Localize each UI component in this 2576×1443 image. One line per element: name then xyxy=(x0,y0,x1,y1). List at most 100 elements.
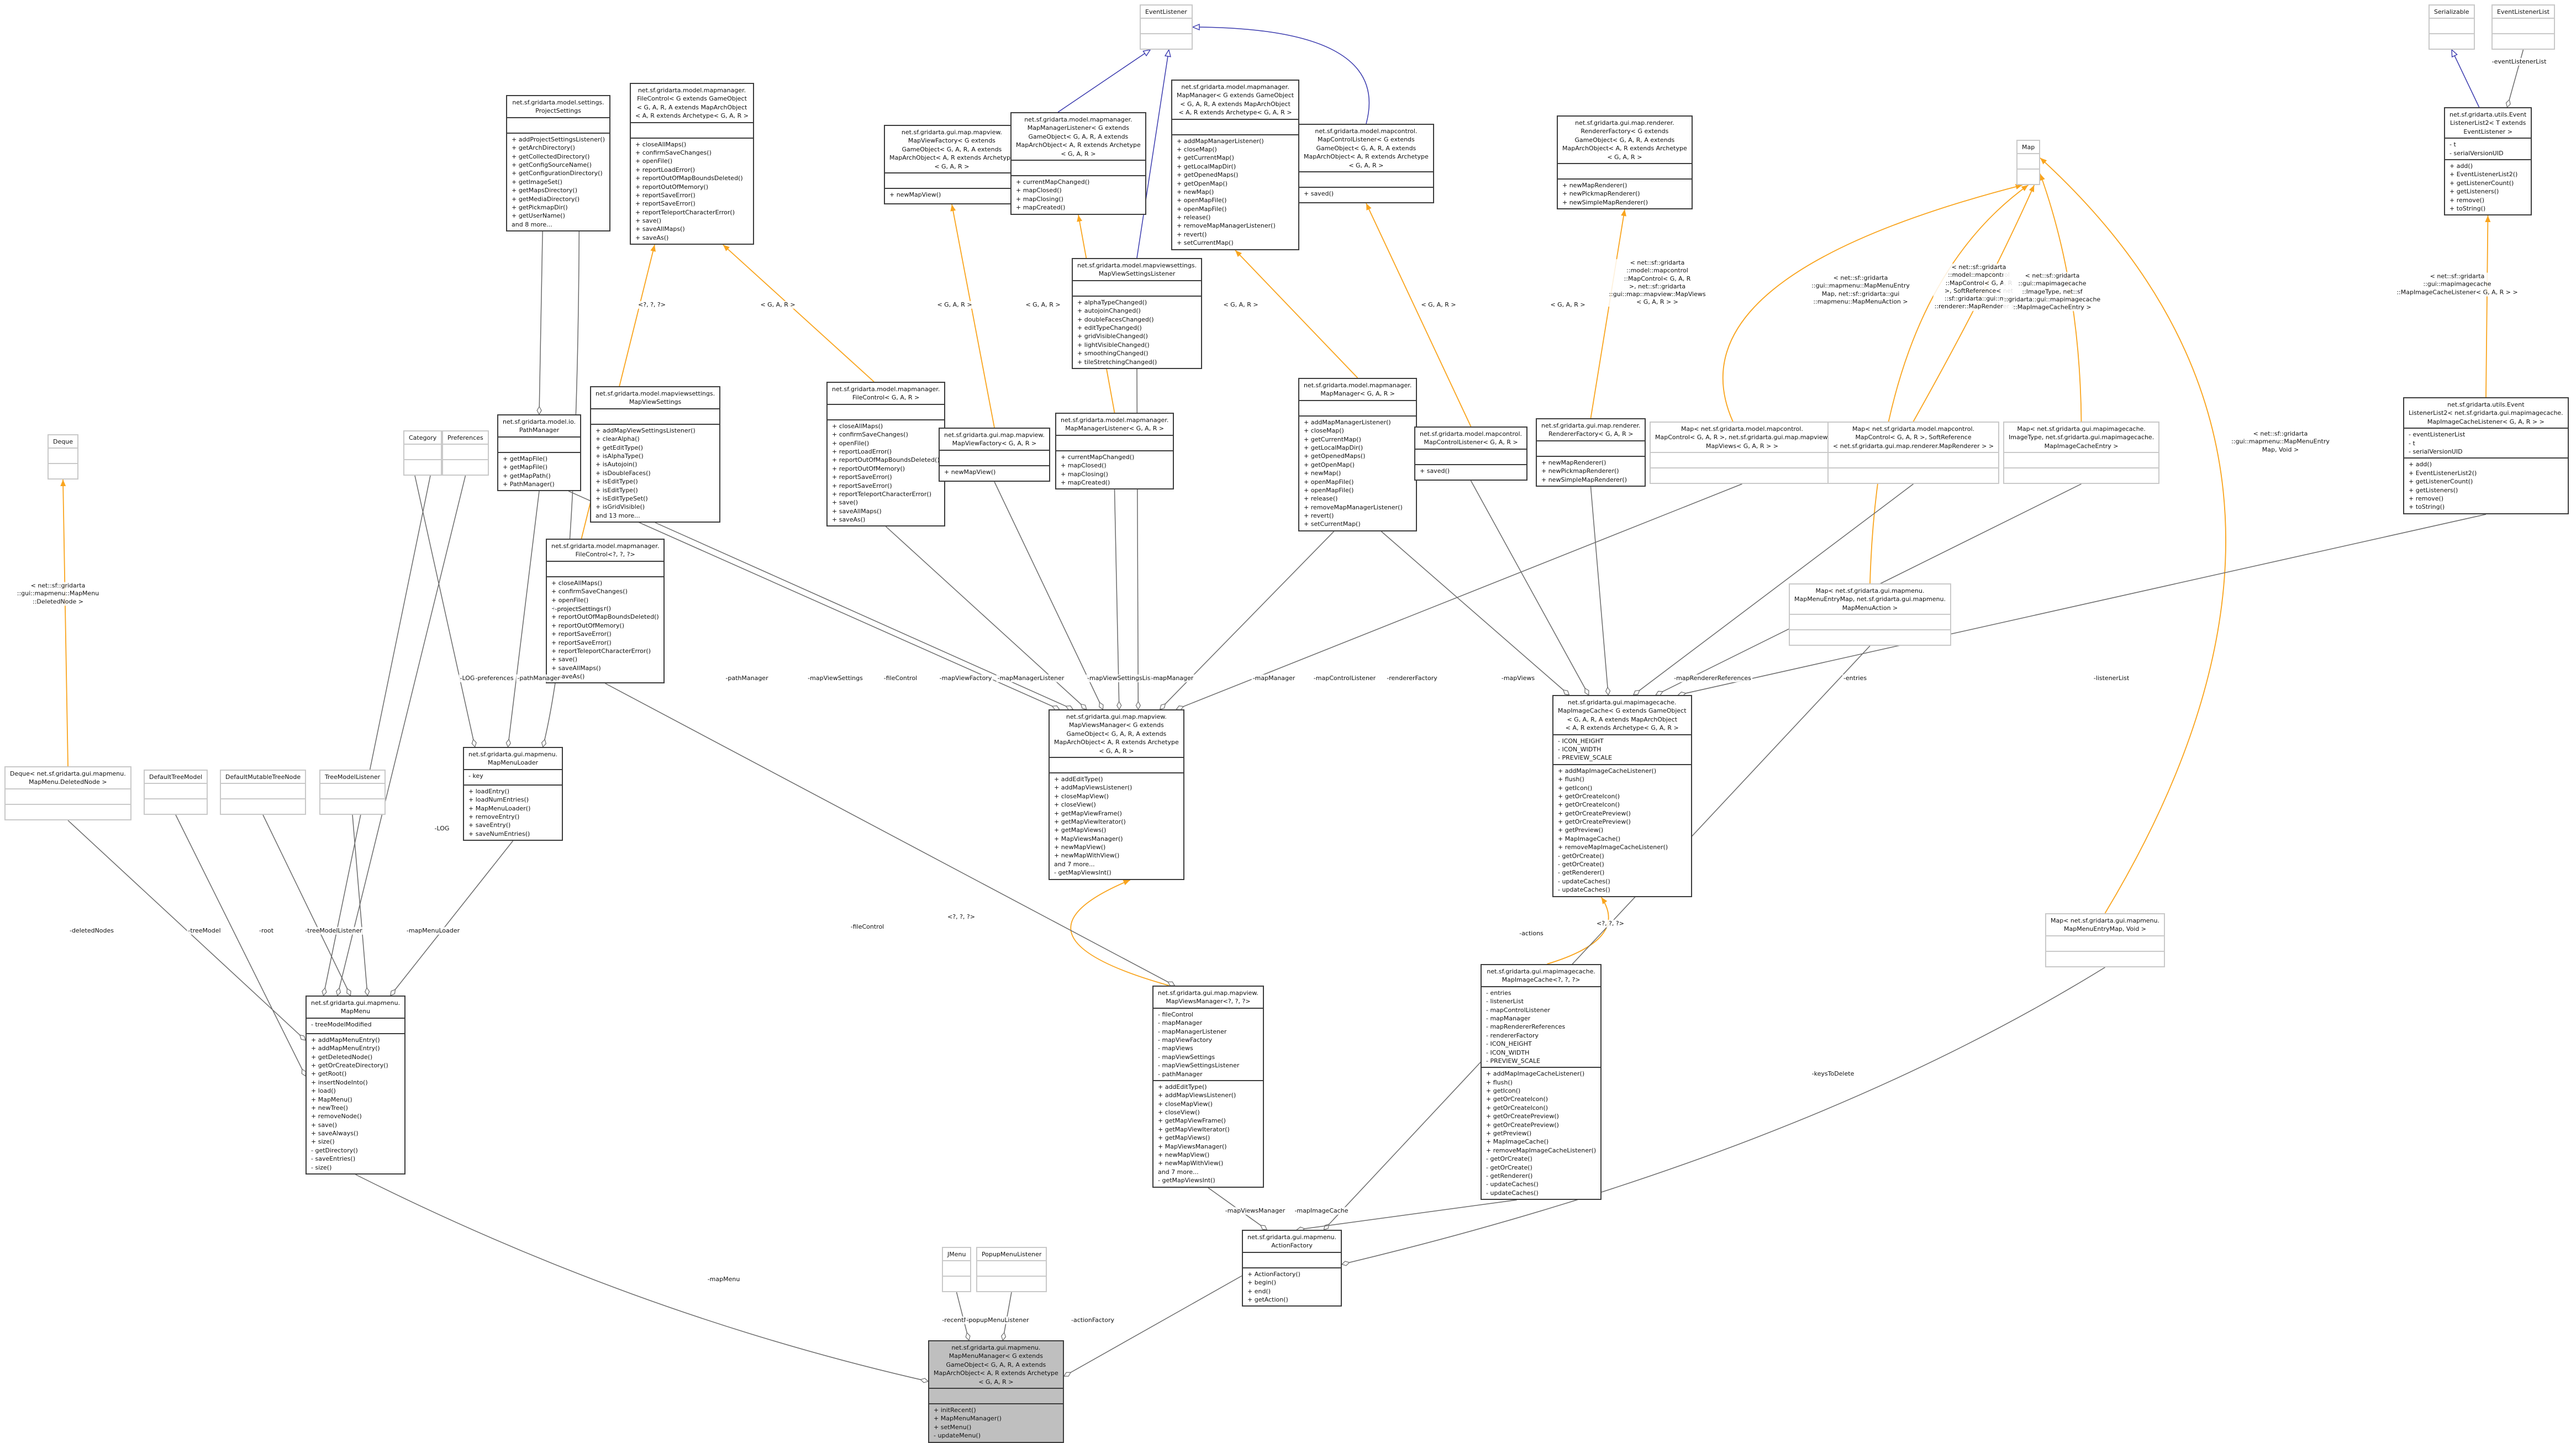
method-member: + newPickmapRenderer() xyxy=(1541,467,1619,475)
class-node-map-menu[interactable]: net.sf.gridarta.gui.mapmenu.MapMenu- tre… xyxy=(305,996,406,1175)
class-node-serializable[interactable]: Serializable xyxy=(2429,4,2475,50)
method-member: + mapCreated() xyxy=(1016,204,1066,212)
class-node-path-manager[interactable]: net.sf.gridarta.model.io.PathManager+ ge… xyxy=(497,414,582,492)
method-member: + reportLoadError() xyxy=(832,447,892,455)
class-node-project-settings[interactable]: net.sf.gridarta.model.settings.ProjectSe… xyxy=(506,95,611,232)
method-member: + release() xyxy=(1304,495,1338,503)
method-member: + getIcon() xyxy=(1486,1087,1521,1095)
method-member: + closeAllMaps() xyxy=(635,140,687,148)
class-node-default-mutable-tree-node[interactable]: DefaultMutableTreeNode xyxy=(220,770,307,815)
template-edge-map_mmem_action-to-map xyxy=(1869,185,2029,584)
method-member: + addMapViewsListener() xyxy=(1158,1092,1236,1099)
class-node-map-menu-loader[interactable]: net.sf.gridarta.gui.mapmenu.MapMenuLoade… xyxy=(463,747,563,841)
method-member: + mapClosed() xyxy=(1061,462,1107,470)
assoc-edge-category-to-map_menu_loader xyxy=(414,475,475,747)
class-node-preferences[interactable]: Preferences xyxy=(442,430,489,476)
method-member: + newMapRenderer() xyxy=(1541,459,1606,466)
methods-compartment: + newMapRenderer()+ newPickmapRenderer()… xyxy=(1558,178,1692,208)
class-node-jmenu[interactable]: JMenu xyxy=(942,1247,972,1293)
class-node-map-image-cache-gen[interactable]: net.sf.gridarta.gui.mapimagecache.MapIma… xyxy=(1552,695,1692,897)
class-node-map-softref[interactable]: Map< net.sf.gridarta.model.mapcontrol.Ma… xyxy=(1827,422,2000,484)
method-member: + newSimpleMapRenderer() xyxy=(1541,476,1627,483)
class-node-deque-dn[interactable]: Deque< net.sf.gridarta.gui.mapmenu.MapMe… xyxy=(4,766,131,820)
method-member: - getRenderer() xyxy=(1558,869,1605,877)
class-node-file-control-wild[interactable]: net.sf.gridarta.model.mapmanager.FileCon… xyxy=(546,539,665,684)
class-node-tree-model-listener[interactable]: TreeModelListener xyxy=(319,770,386,815)
method-member: + closeAllMaps() xyxy=(832,422,883,430)
class-node-category[interactable]: Category xyxy=(403,430,442,476)
method-member: + save() xyxy=(551,656,578,663)
method-member: + isGridVisible() xyxy=(596,503,645,511)
fields-compartment xyxy=(2493,18,2554,33)
class-node-map-menu-manager[interactable]: net.sf.gridarta.gui.mapmenu.MapMenuManag… xyxy=(928,1340,1064,1443)
method-member: + gridVisibleChanged() xyxy=(1077,333,1148,340)
class-node-map-control-listener-gen[interactable]: net.sf.gridarta.model.mapcontrol.MapCont… xyxy=(1298,124,1434,203)
method-member: + addMapViewsListener() xyxy=(1054,784,1132,792)
class-node-map-manager-listener-gen[interactable]: net.sf.gridarta.model.mapmanager.MapMana… xyxy=(1010,112,1146,215)
class-node-map-manager-gen[interactable]: net.sf.gridarta.model.mapmanager.MapMana… xyxy=(1171,80,1300,250)
class-node-map-mmem-action[interactable]: Map< net.sf.gridarta.gui.mapmenu.MapMenu… xyxy=(1789,583,1951,646)
method-member: + saveAllMaps() xyxy=(635,225,685,233)
class-node-map-imagetype[interactable]: Map< net.sf.gridarta.gui.mapimagecache.I… xyxy=(2003,422,2160,484)
template-edge-file_control_gar-to-file_control_gen xyxy=(723,244,875,382)
template-edge-map_softref-to-map xyxy=(1913,185,2035,422)
class-node-map-views-manager-gen[interactable]: net.sf.gridarta.gui.map.mapview.MapViews… xyxy=(1049,709,1184,880)
class-node-deque[interactable]: Deque xyxy=(48,434,78,480)
class-node-map-image-cache-wild[interactable]: net.sf.gridarta.gui.mapimagecache.MapIma… xyxy=(1481,964,1602,1200)
template-edge-map_views_manager_wild-to-map_views_manager_gen xyxy=(1070,880,1170,986)
class-node-map-manager-listener-gar[interactable]: net.sf.gridarta.model.mapmanager.MapMana… xyxy=(1055,413,1174,490)
methods-compartment: + addEditType()+ addMapViewsListener()+ … xyxy=(1153,1079,1263,1187)
method-member: + getOrCreatePreview() xyxy=(1558,818,1631,826)
method-member: + lightVisibleChanged() xyxy=(1077,341,1150,349)
methods-compartment xyxy=(2046,950,2164,966)
class-node-file-control-gen[interactable]: net.sf.gridarta.model.mapmanager.FileCon… xyxy=(630,83,754,245)
fields-compartment xyxy=(221,783,305,798)
method-member: + addMapManagerListener() xyxy=(1304,418,1391,426)
class-node-event-listener-list[interactable]: EventListenerList xyxy=(2491,4,2555,50)
method-member: + getMapViewIterator() xyxy=(1158,1125,1230,1133)
method-member: + getMapFile() xyxy=(503,464,547,471)
method-member: - getOrCreate() xyxy=(1558,861,1604,868)
field-member: - ICON_HEIGHT xyxy=(1558,737,1604,745)
method-member: + reportTeleportCharacterError() xyxy=(551,647,651,655)
class-node-renderer-factory-gar[interactable]: net.sf.gridarta.gui.map.renderer.Rendere… xyxy=(1536,418,1646,487)
method-member: + getPickmapDir() xyxy=(512,203,568,211)
method-member: + getImageSet() xyxy=(512,178,562,186)
class-node-map-manager-gar[interactable]: net.sf.gridarta.model.mapmanager.MapMana… xyxy=(1298,378,1418,531)
class-node-event-listener[interactable]: EventListener xyxy=(1140,4,1193,50)
class-title: net.sf.gridarta.gui.mapmenu.ActionFactor… xyxy=(1247,1234,1337,1250)
fields-compartment xyxy=(1172,118,1299,134)
method-member: + getOrCreateIcon() xyxy=(1486,1104,1548,1112)
method-member: + reportSaveError() xyxy=(551,639,612,646)
methods-compartment: + add()+ EventListenerList2()+ getListen… xyxy=(2445,159,2531,214)
class-node-map-mmem-void[interactable]: Map< net.sf.gridarta.gui.mapmenu.MapMenu… xyxy=(2045,913,2166,967)
class-node-map-view-settings[interactable]: net.sf.gridarta.model.mapviewsettings.Ma… xyxy=(590,386,721,523)
class-node-file-control-gar[interactable]: net.sf.gridarta.model.mapmanager.FileCon… xyxy=(826,382,946,527)
fields-compartment xyxy=(1012,159,1145,175)
method-member: + newMapRenderer() xyxy=(1562,181,1627,189)
method-member: + removeMapImageCacheListener() xyxy=(1558,844,1668,851)
class-node-map-view-factory-gar[interactable]: net.sf.gridarta.gui.map.mapview.MapViewF… xyxy=(939,428,1050,482)
class-node-popup-menu-listener[interactable]: PopupMenuListener xyxy=(976,1247,1047,1293)
class-node-action-factory[interactable]: net.sf.gridarta.gui.mapmenu.ActionFactor… xyxy=(1242,1230,1342,1307)
method-member: + revert() xyxy=(1304,512,1334,520)
fields-compartment xyxy=(404,444,441,459)
fields-compartment xyxy=(2004,452,2159,467)
class-node-map-mapviews[interactable]: Map< net.sf.gridarta.model.mapcontrol.Ma… xyxy=(1650,422,1835,484)
class-node-map[interactable]: Map xyxy=(2016,140,2041,186)
class-node-renderer-factory-gen[interactable]: net.sf.gridarta.gui.map.renderer.Rendere… xyxy=(1557,115,1693,210)
method-member: + MapViewsManager() xyxy=(1054,835,1123,842)
class-node-map-view-factory-gen[interactable]: net.sf.gridarta.gui.map.mapview.MapViewF… xyxy=(884,125,1020,204)
class-node-map-views-manager-wild[interactable]: net.sf.gridarta.gui.map.mapview.MapViews… xyxy=(1152,986,1264,1188)
class-node-default-tree-model[interactable]: DefaultTreeModel xyxy=(144,770,208,815)
class-title: net.sf.gridarta.gui.map.mapview.MapViews… xyxy=(1054,713,1179,755)
class-node-map-view-settings-listener[interactable]: net.sf.gridarta.model.mapviewsettings.Ma… xyxy=(1072,258,1203,369)
assoc-edge-tree_model_listener-to-map_menu xyxy=(352,814,367,996)
method-member: - getMapViewsInt() xyxy=(1158,1177,1215,1184)
methods-compartment: + currentMapChanged()+ mapClosed()+ mapC… xyxy=(1012,175,1145,214)
method-member: + openMapFile() xyxy=(1177,205,1227,213)
class-node-map-control-listener-gar[interactable]: net.sf.gridarta.model.mapcontrol.MapCont… xyxy=(1414,426,1528,481)
method-member: + removeMapManagerListener() xyxy=(1304,503,1403,511)
